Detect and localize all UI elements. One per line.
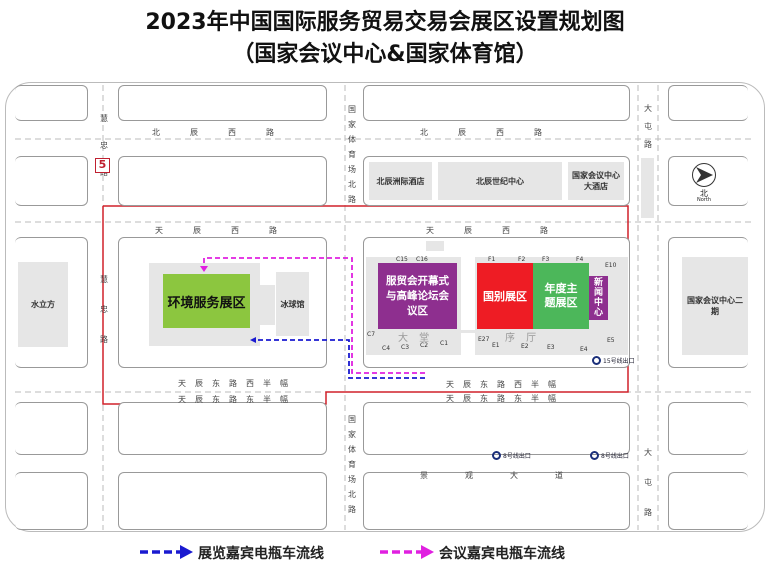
road-jingguan: 景观大道 [420,471,600,480]
block [118,402,327,455]
blue-route [256,339,425,379]
road-beichen-xi: 北辰西路 [152,128,304,137]
road-guojia: 国家体育场北路 [348,105,356,204]
route-badge: 5 [95,158,110,173]
block [668,402,748,455]
hall-country[interactable]: 国别展区 [477,263,533,329]
hall-environment[interactable]: 环境服务展区 [163,274,250,328]
door-label: C7 [367,331,376,338]
door-label: C15 [396,256,408,263]
door-label: F2 [518,256,526,263]
block [118,85,327,121]
block [363,472,630,530]
block [668,85,748,121]
metro-exit-15: 15号线出口 [592,356,635,365]
magenta-route [203,257,425,374]
door-label: E10 [605,262,617,269]
road-datun: 大屯路 [644,448,652,517]
block [118,156,327,206]
metro-icon [590,451,599,460]
legend-magenta-arrow-icon [421,545,434,559]
building-ncc-hotel: 国家会议中心大酒店 [568,162,624,200]
metro-icon [592,356,601,365]
block [15,472,88,530]
building [641,158,654,218]
door-label: F1 [488,256,496,263]
legend-blue-arrow-icon [180,545,193,559]
door-label: E27 [478,336,490,343]
block [15,156,88,206]
building-center: 北辰世纪中心 [438,162,562,200]
hall-annual-theme[interactable]: 年度主题展区 [533,263,589,329]
block [363,402,630,455]
hall-opening-forum[interactable]: 服贸会开幕式与高峰论坛会议区 [378,263,457,329]
road-tianchen-dong-west: 天辰东路西半幅 [446,380,565,389]
metro-exit-8: 8号线出口 [590,451,629,460]
door-label: E5 [607,337,615,344]
road-guojia: 国家体育场北路 [348,415,356,514]
blue-arrow-icon [250,337,256,343]
road-tianchen-xi: 天辰西路 [155,226,307,235]
metro-label: 8号线出口 [601,453,629,460]
road-datun: 大屯路 [644,104,652,149]
building-water-cube: 水立方 [18,262,68,347]
door-label: C1 [440,340,449,347]
building-ice-hockey: 冰球馆 [276,272,309,336]
door-label: C16 [416,256,428,263]
door-label: C4 [382,345,391,352]
block [363,85,630,121]
road-tianchen-dong-west: 天辰东路西半幅 [178,379,297,388]
metro-label: 15号线出口 [603,358,635,365]
foyer-label: 序 厅 [505,333,541,344]
road-tianchen-xi: 天辰西路 [426,226,578,235]
door-label: E3 [547,344,555,351]
building-ncc-phase2: 国家会议中心二期 [682,257,748,355]
road-tianchen-dong-east: 天辰东路东半幅 [178,395,297,404]
door-label: C2 [420,342,429,349]
exhibition-boundary [102,205,629,405]
metro-label: 8号线出口 [503,453,531,460]
magenta-arrow-icon [200,266,208,272]
block [15,402,88,455]
door-label: E2 [521,343,529,350]
lobby-label: 大 堂 [398,333,434,344]
block [15,85,88,121]
building [426,241,444,251]
road-huizhong: 慧忠路 [100,275,108,344]
compass-sub: North [697,197,711,203]
door-label: E1 [492,342,500,349]
road-beichen-xi: 北辰西路 [420,128,572,137]
metro-exit-8: 8号线出口 [492,451,531,460]
connector [250,285,275,325]
door-label: F4 [576,256,584,263]
road-tianchen-dong-east: 天辰东路东半幅 [446,394,565,403]
legend-magenta: 会议嘉宾电瓶车流线 [439,546,565,562]
building-hotel: 北辰洲际酒店 [369,162,432,200]
hall-press-center[interactable]: 新闻中心 [589,276,608,320]
metro-icon [492,451,501,460]
page-subtitle: （国家会议中心&国家体育馆） [232,42,538,67]
block [668,472,748,530]
compass-icon [692,163,716,187]
door-label: C3 [401,344,410,351]
door-label: F3 [542,256,550,263]
compass-label: 北 [700,189,708,198]
map-frame [5,82,765,532]
page-title: 2023年中国国际服务贸易交易会展区设置规划图 [145,10,625,35]
block [118,472,327,530]
corridor [460,330,476,333]
legend-blue: 展览嘉宾电瓶车流线 [198,546,324,562]
door-label: E4 [580,346,588,353]
